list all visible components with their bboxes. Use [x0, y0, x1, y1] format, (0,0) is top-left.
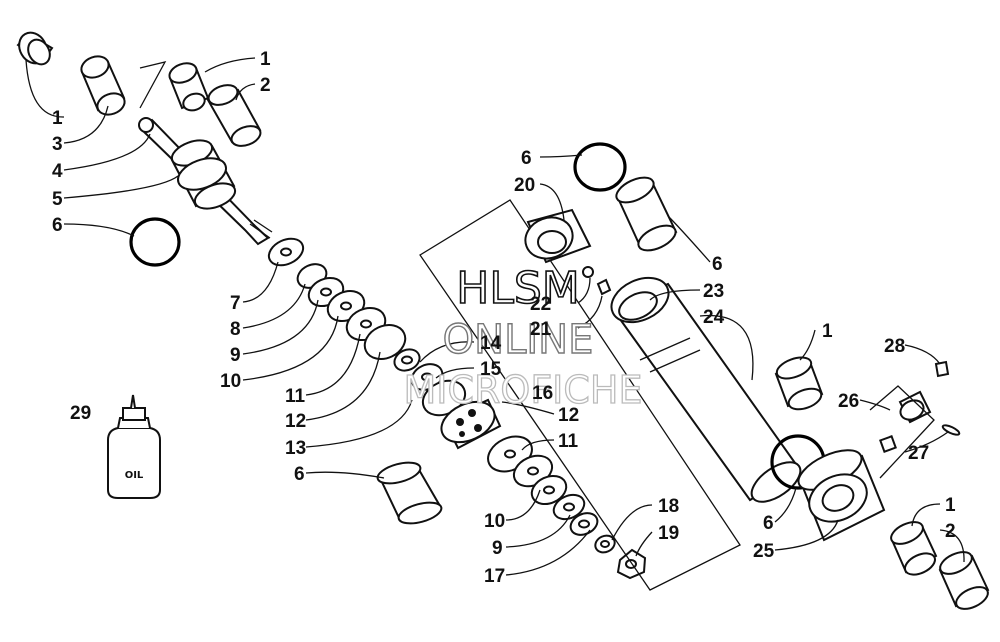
callout-29: 29 [70, 403, 91, 424]
callout-1: 1 [260, 49, 271, 70]
callout-17: 17 [484, 566, 505, 587]
callout-6: 6 [712, 254, 723, 275]
callout-14: 14 [480, 333, 502, 354]
oil-bottle-icon: OIL [107, 394, 161, 499]
callout-13: 13 [285, 438, 306, 459]
callout-2: 2 [945, 521, 956, 542]
callout-11: 11 [285, 386, 306, 407]
seal-ring-icon [615, 176, 678, 252]
sleeve-icon [80, 55, 126, 116]
callout-8: 8 [230, 319, 241, 340]
fitting-set-icon [869, 360, 961, 479]
callout-12: 12 [558, 405, 579, 426]
callout-18: 18 [658, 496, 679, 517]
shock-eye-icon [797, 449, 886, 542]
callout-7: 7 [230, 293, 241, 314]
callout-25: 25 [753, 541, 775, 562]
valve-cap-icon [582, 266, 594, 278]
callout-27: 27 [908, 443, 929, 464]
callout-16: 16 [532, 383, 553, 404]
piston-icon [440, 398, 502, 450]
callout-2: 2 [260, 75, 271, 96]
callout-24: 24 [703, 307, 725, 328]
callout-26: 26 [838, 391, 859, 412]
callout-1: 1 [52, 108, 63, 129]
callout-10: 10 [220, 371, 241, 392]
reservoir-piston-icon [524, 208, 592, 264]
seal-ring-icon [376, 461, 443, 525]
shock-body-icon [138, 117, 273, 246]
watermark-line-3: MICROFICHE [403, 368, 642, 412]
watermark-line-2: ONLINE [443, 317, 594, 363]
callout-10: 10 [484, 511, 505, 532]
callout-15: 15 [480, 359, 502, 380]
leader-lines [25, 57, 965, 576]
callout-6: 6 [521, 148, 532, 169]
washer-stack [267, 237, 467, 417]
callout-20: 20 [514, 175, 535, 196]
lower-washer-stack [487, 435, 647, 580]
callout-6: 6 [294, 464, 305, 485]
callout-9: 9 [492, 538, 503, 559]
bushing-icon [890, 521, 938, 576]
callout-21: 21 [530, 319, 552, 340]
valve-icon [596, 278, 612, 296]
callout-22: 22 [530, 294, 551, 315]
o-ring-icon [129, 217, 181, 267]
watermark: HLSM ONLINE MICROFICHE [403, 262, 643, 412]
bushing-icon [168, 62, 210, 112]
callout-4: 4 [52, 161, 63, 182]
spacer-icon [938, 551, 990, 610]
callout-6: 6 [763, 513, 774, 534]
assembly-bracket [419, 199, 741, 591]
bushing-icon [774, 356, 824, 411]
reservoir-icon [610, 276, 802, 503]
bushing-icon [16, 31, 54, 66]
callout-12: 12 [285, 411, 306, 432]
spacer-icon [206, 84, 262, 147]
callout-28: 28 [884, 336, 905, 357]
o-ring-icon [573, 142, 627, 192]
upper-bushing-set [16, 31, 262, 147]
callout-1: 1 [945, 495, 956, 516]
callout-3: 3 [52, 134, 63, 155]
callout-6: 6 [52, 215, 63, 236]
callout-23: 23 [703, 281, 724, 302]
callout-19: 19 [658, 523, 679, 544]
callout-11: 11 [558, 431, 579, 452]
watermark-line-1: HLSM [456, 263, 580, 314]
callout-labels: 1 2 1 3 4 5 6 7 8 9 10 11 12 13 6 29 14 … [52, 49, 956, 587]
bottle-label: OIL [125, 470, 144, 481]
callout-9: 9 [230, 345, 241, 366]
callout-5: 5 [52, 189, 63, 210]
callout-1: 1 [822, 321, 833, 342]
